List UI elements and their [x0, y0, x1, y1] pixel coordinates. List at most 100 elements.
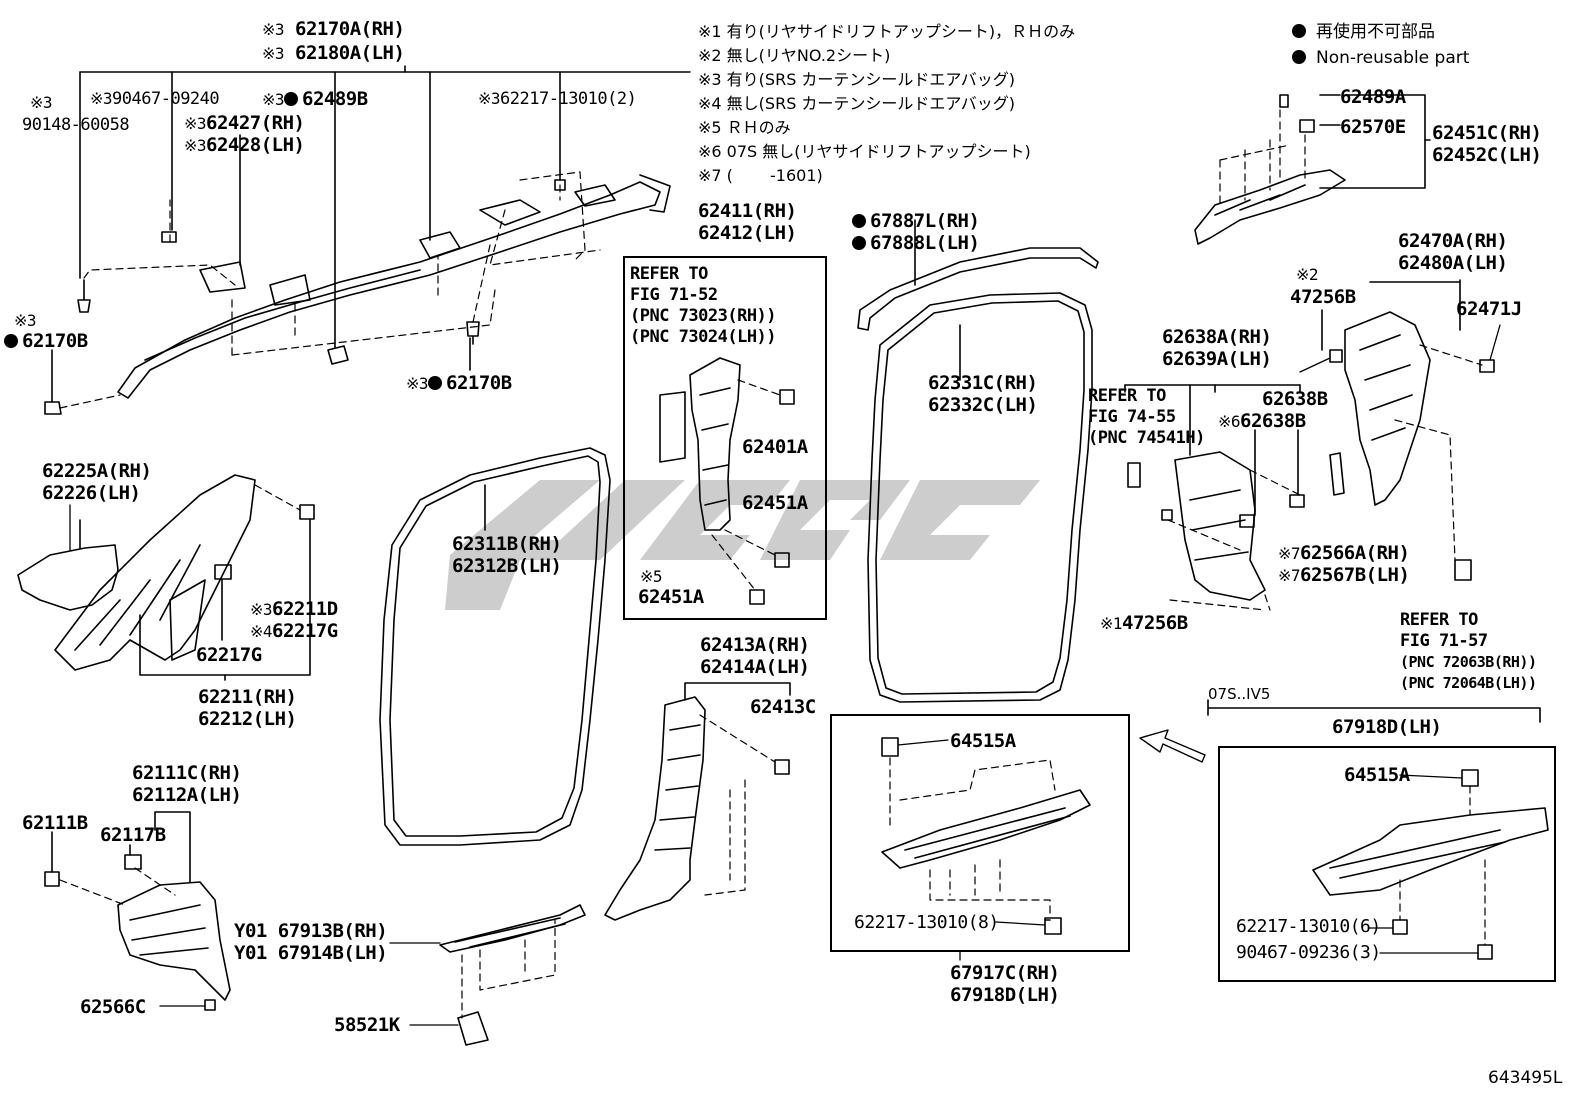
note-marker: ※3 [262, 44, 285, 63]
callout-62413C[interactable]: 62413C [750, 696, 816, 718]
callout-62428[interactable]: ※362428(LH) [184, 134, 305, 157]
callout-62217-13010-8[interactable]: 62217-13010(8) [854, 912, 999, 933]
legend-jp: 再使用不可部品 [1316, 22, 1435, 42]
callout-67913B[interactable]: Y01 67913B(RH) [234, 920, 388, 942]
part-number: 67888L(LH) [870, 232, 980, 254]
callout-62451A-lower[interactable]: 62451A [638, 586, 704, 608]
note-7: ※7 ( -1601) [698, 166, 823, 185]
ref-fig-71-52[interactable]: REFER TO FIG 71-52 (PNC 73023(RH)) (PNC … [630, 264, 777, 348]
pillar-62211 [17, 474, 315, 681]
part-number: 47256B [1122, 612, 1188, 634]
callout-62470A[interactable]: 62470A(RH) [1398, 230, 1508, 252]
callout-67914B[interactable]: Y01 67914B(LH) [234, 942, 388, 964]
callout-64515A-right[interactable]: 64515A [1344, 764, 1410, 786]
callout-90467-09240[interactable]: ※390467-09240 [90, 88, 220, 110]
callout-62566C[interactable]: 62566C [80, 996, 146, 1018]
callout-62451A-upper[interactable]: 62451A [742, 492, 808, 514]
callout-62471J[interactable]: 62471J [1456, 298, 1522, 320]
callout-62451C[interactable]: 62451C(RH) [1432, 122, 1542, 144]
callout-62639A[interactable]: 62639A(LH) [1162, 348, 1272, 370]
callout-47256B-upper[interactable]: 47256B [1290, 286, 1356, 308]
part-number: 62428(LH) [206, 134, 305, 156]
callout-62452C[interactable]: 62452C(LH) [1432, 144, 1542, 166]
callout-62332C[interactable]: 62332C(LH) [928, 394, 1038, 416]
callout-62427[interactable]: ※362427(RH) [184, 112, 305, 135]
note-marker: ※3 [30, 93, 53, 112]
note-marker: ※4 [250, 622, 273, 641]
callout-90148-60058[interactable]: 90148-60058 [22, 115, 130, 135]
callout-67918D-right[interactable]: 67918D(LH) [1332, 716, 1442, 738]
note-4: ※4 無し(SRS カーテンシールドエアバッグ) [698, 94, 1016, 113]
note-marker: ※3 [184, 114, 207, 133]
callout-67888L[interactable]: 67888L(LH) [852, 232, 980, 254]
callout-64515A-center[interactable]: 64515A [950, 730, 1016, 752]
group-frame-67917C [830, 714, 1130, 952]
callout-67918D-center[interactable]: 67918D(LH) [950, 984, 1060, 1006]
ref-fig-71-57[interactable]: REFER TO FIG 71-57 (PNC 72063B(RH)) (PNC… [1400, 610, 1537, 694]
non-reusable-dot-icon [852, 236, 866, 250]
watermark-logo [445, 480, 1040, 610]
callout-62411[interactable]: 62411(RH) [698, 200, 797, 222]
note-marker: ※3 [406, 374, 429, 393]
callout-67917C[interactable]: 67917C(RH) [950, 962, 1060, 984]
callout-62180A[interactable]: ※3 62180A(LH) [262, 42, 405, 65]
callout-62480A[interactable]: 62480A(LH) [1398, 252, 1508, 274]
ref-fig-74-55[interactable]: REFER TO FIG 74-55 (PNC 74541H) [1088, 386, 1205, 449]
part-number: 62170B [22, 330, 88, 352]
callout-62170B-left[interactable]: 62170B [4, 330, 88, 352]
non-reusable-dot-icon [1292, 24, 1306, 38]
callout-62112A[interactable]: 62112A(LH) [132, 784, 242, 806]
callout-62225A[interactable]: 62225A(RH) [42, 460, 152, 482]
callout-62111C[interactable]: 62111C(RH) [132, 762, 242, 784]
garnish-62451C [1194, 94, 1431, 245]
part-number: 62566A(RH) [1300, 542, 1410, 564]
callout-62638A[interactable]: 62638A(RH) [1162, 326, 1272, 348]
note-marker: ※3 [262, 20, 285, 39]
callout-62217G-lower[interactable]: 62217G [196, 644, 262, 666]
callout-90467-09236[interactable]: 90467-09236(3) [1236, 942, 1381, 963]
note-marker: ※3 [478, 89, 501, 108]
callout-62312B[interactable]: 62312B(LH) [452, 555, 562, 577]
step-67918D-box [1207, 699, 1549, 960]
ref-line: REFER TO [1088, 386, 1166, 406]
callout-62111B[interactable]: 62111B [22, 812, 88, 834]
note-marker: ※3 [250, 600, 273, 619]
callout-62226[interactable]: 62226(LH) [42, 482, 141, 504]
legend-en: Non-reusable part [1316, 48, 1470, 68]
callout-62211D[interactable]: ※362211D [250, 598, 338, 621]
callout-62211[interactable]: 62211(RH) [198, 686, 297, 708]
callout-62212[interactable]: 62212(LH) [198, 708, 297, 730]
ref-line: (PNC 74541H) [1088, 428, 1205, 448]
ref-line: REFER TO [1400, 610, 1478, 630]
callout-62311B[interactable]: 62311B(RH) [452, 533, 562, 555]
callout-62170A[interactable]: ※3 62170A(RH) [262, 18, 405, 41]
callout-62331C[interactable]: 62331C(RH) [928, 372, 1038, 394]
callout-62567B[interactable]: ※762567B(LH) [1278, 564, 1410, 587]
callout-62412[interactable]: 62412(LH) [698, 222, 797, 244]
ref-line: (PNC 73024(LH)) [630, 327, 777, 347]
callout-47256B-lower[interactable]: ※147256B [1100, 612, 1188, 635]
callout-62217G-right[interactable]: ※462217G [250, 620, 338, 643]
callout-58521K[interactable]: 58521K [334, 1014, 400, 1036]
callout-62413A[interactable]: 62413A(RH) [700, 634, 810, 656]
callout-62217-13010-2[interactable]: ※362217-13010(2) [478, 88, 637, 110]
callout-62117B[interactable]: 62117B [100, 824, 166, 846]
curtain-airbag-assembly [44, 65, 691, 415]
callout-62566A[interactable]: ※762566A(RH) [1278, 542, 1410, 565]
callout-62217-13010-6[interactable]: 62217-13010(6) [1236, 916, 1381, 937]
ref-line: (PNC 72063B(RH)) [1400, 653, 1537, 671]
callout-62401A[interactable]: 62401A [742, 436, 808, 458]
note-marker: ※3 [262, 90, 285, 109]
note-3: ※3 有り(SRS カーテンシールドエアバッグ) [698, 70, 1016, 89]
callout-62638B-right[interactable]: 62638B [1262, 388, 1328, 410]
callout-62489A[interactable]: 62489A [1340, 86, 1406, 108]
callout-67887L[interactable]: 67887L(RH) [852, 210, 980, 232]
callout-62414A[interactable]: 62414A(LH) [700, 656, 810, 678]
callout-62570E[interactable]: 62570E [1340, 116, 1406, 138]
callout-62638B-left[interactable]: ※662638B [1218, 410, 1306, 433]
door-seal-62331C [857, 219, 1099, 703]
scuff-plate-67913B [439, 904, 586, 1046]
